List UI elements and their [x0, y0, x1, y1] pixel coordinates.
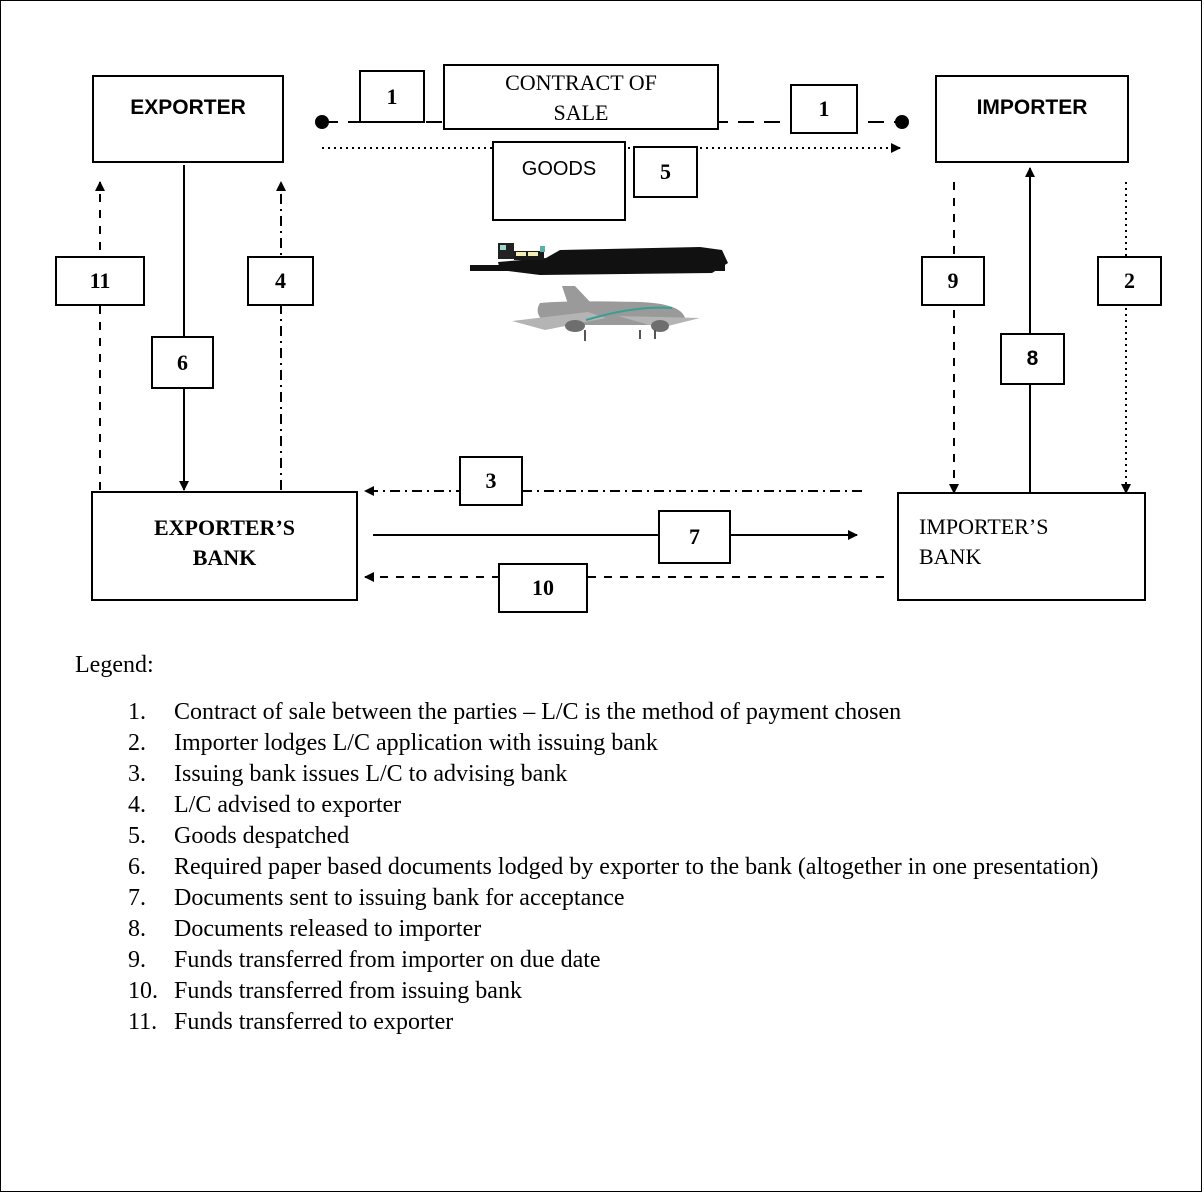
step-1-right: 1	[790, 84, 858, 134]
legend-item-text: L/C advised to exporter	[174, 792, 402, 818]
step-5: 5	[633, 146, 698, 198]
legend-item-number: 8.	[128, 916, 146, 942]
legend-item: 1. Contract of sale between the parties –…	[128, 697, 1138, 728]
legend-item-number: 7.	[128, 885, 146, 911]
legend-item: 8. Documents released to importer	[128, 914, 1138, 945]
legend-item-number: 3.	[128, 761, 146, 787]
exporter-box: EXPORTER	[92, 75, 284, 163]
legend-item-number: 1.	[128, 699, 146, 725]
step-1-left: 1	[359, 70, 425, 123]
contract-line1: CONTRACT OF	[505, 70, 657, 95]
legend-item-text: Funds transferred from issuing bank	[174, 978, 522, 1004]
legend-item-number: 5.	[128, 823, 146, 849]
legend-item: 6. Required paper based documents lodged …	[128, 852, 1138, 883]
importer-box: IMPORTER	[935, 75, 1129, 163]
legend-item: 3. Issuing bank issues L/C to advising ba…	[128, 759, 1138, 790]
legend-item-number: 4.	[128, 792, 146, 818]
step-6: 6	[151, 336, 214, 389]
legend-item-text: Documents sent to issuing bank for accep…	[174, 885, 625, 911]
exporters-bank-line1: EXPORTER’S	[153, 515, 296, 540]
legend-item-text: Funds transferred to exporter	[174, 1009, 454, 1035]
legend-item: 4. L/C advised to exporter	[128, 790, 1138, 821]
importers-bank-line1: IMPORTER’S	[919, 514, 1049, 539]
legend-item: 7. Documents sent to issuing bank for acc…	[128, 883, 1138, 914]
step-4: 4	[247, 256, 314, 306]
step-7: 7	[658, 510, 731, 564]
goods-label: GOODS	[521, 158, 597, 180]
legend-item-text: Contract of sale between the parties – L…	[174, 699, 902, 725]
goods-box: GOODS	[492, 141, 626, 221]
legend-item-text: Funds transferred from importer on due d…	[174, 947, 601, 973]
importer-label: IMPORTER	[976, 96, 1088, 119]
contract-box: CONTRACT OF SALE	[443, 64, 719, 130]
legend-item-text: Importer lodges L/C application with iss…	[174, 730, 658, 756]
legend-item-text: Goods despatched	[174, 823, 350, 849]
contract-line2: SALE	[553, 100, 609, 125]
step-2: 2	[1097, 256, 1162, 306]
legend-item-number: 6.	[128, 854, 146, 880]
importers-bank-line2: BANK	[919, 544, 982, 569]
legend-item: 10. Funds transferred from issuing bank	[128, 976, 1138, 1007]
ship-icon	[470, 243, 728, 275]
legend-item: 2. Importer lodges L/C application with i…	[128, 728, 1138, 759]
step-3: 3	[459, 456, 523, 506]
legend-item-number: 11.	[128, 1009, 158, 1035]
step-8: 8	[1000, 333, 1065, 385]
airplane-icon	[512, 286, 700, 341]
step-9: 9	[921, 256, 985, 306]
legend-item-text: Documents released to importer	[174, 916, 482, 942]
legend-item: 11. Funds transferred to exporter	[128, 1007, 1138, 1038]
legend-item: 5. Goods despatched	[128, 821, 1138, 852]
legend-item: 9. Funds transferred from importer on due…	[128, 945, 1138, 976]
contract-line-end-left	[315, 115, 329, 129]
exporter-label: EXPORTER	[130, 96, 246, 119]
importers-bank-box: IMPORTER’S BANK	[897, 492, 1146, 601]
step-10: 10	[498, 563, 588, 613]
exporters-bank-line2: BANK	[192, 545, 257, 570]
legend-item-number: 2.	[128, 730, 146, 756]
legend-item-number: 9.	[128, 947, 146, 973]
exporters-bank-box: EXPORTER’S BANK	[91, 491, 358, 601]
legend-title: Legend:	[75, 652, 154, 678]
step-11: 11	[55, 256, 145, 306]
legend-item-number: 10.	[128, 978, 158, 1004]
legend-item-text: Issuing bank issues L/C to advising bank	[174, 761, 568, 787]
legend-item-text: Required paper based documents lodged by…	[174, 854, 1099, 880]
legend-list: 1. Contract of sale between the parties –…	[128, 697, 1138, 1038]
contract-line-end-right	[895, 115, 909, 129]
